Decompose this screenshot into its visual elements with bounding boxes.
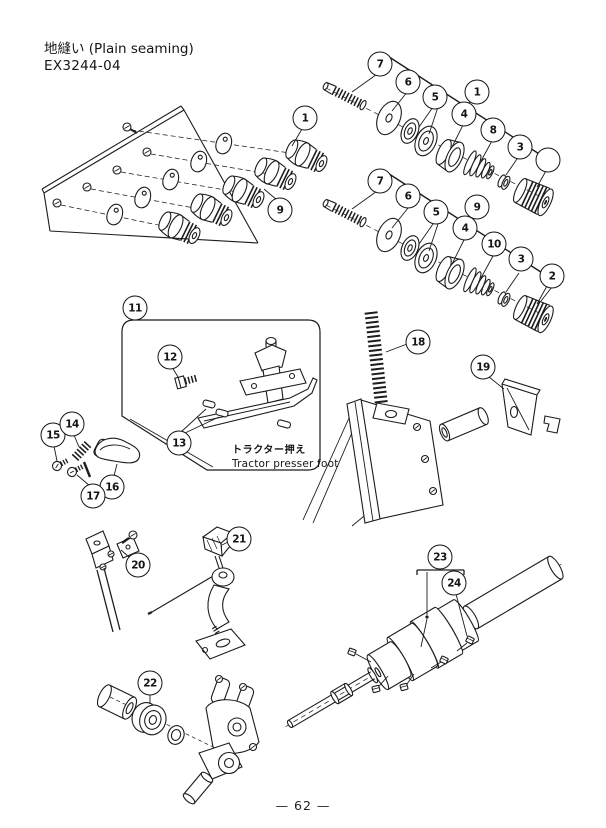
presser-foot-assembly xyxy=(174,336,318,429)
model-number: EX3244-04 xyxy=(44,58,121,74)
presser-spring xyxy=(364,311,391,428)
feed-roller-shaft-group xyxy=(285,555,564,729)
page-header: 地縫い (Plain seaming) EX3244-04 xyxy=(44,41,194,75)
tractor-presser-foot-label-jp: トラクター押え xyxy=(232,445,306,456)
spring-bracket xyxy=(302,398,444,527)
presser-foot-screw xyxy=(174,374,198,390)
tractor-presser-foot-label-en: Tractor presser foot xyxy=(232,458,339,470)
rocker-crank xyxy=(182,674,260,805)
page-number: — 62 — xyxy=(275,798,331,813)
lifter-lever-group xyxy=(51,437,141,478)
bushing-roller-group xyxy=(96,674,260,805)
tension-plate-group xyxy=(41,105,331,249)
needle-clamp-group xyxy=(85,530,140,633)
looper-holder-group xyxy=(147,526,246,660)
page-title: 地縫い (Plain seaming) xyxy=(44,41,194,57)
presser-bar-guide xyxy=(438,378,561,442)
screw-icon xyxy=(122,122,138,134)
tension-exploded-assembly-1 xyxy=(322,53,557,218)
